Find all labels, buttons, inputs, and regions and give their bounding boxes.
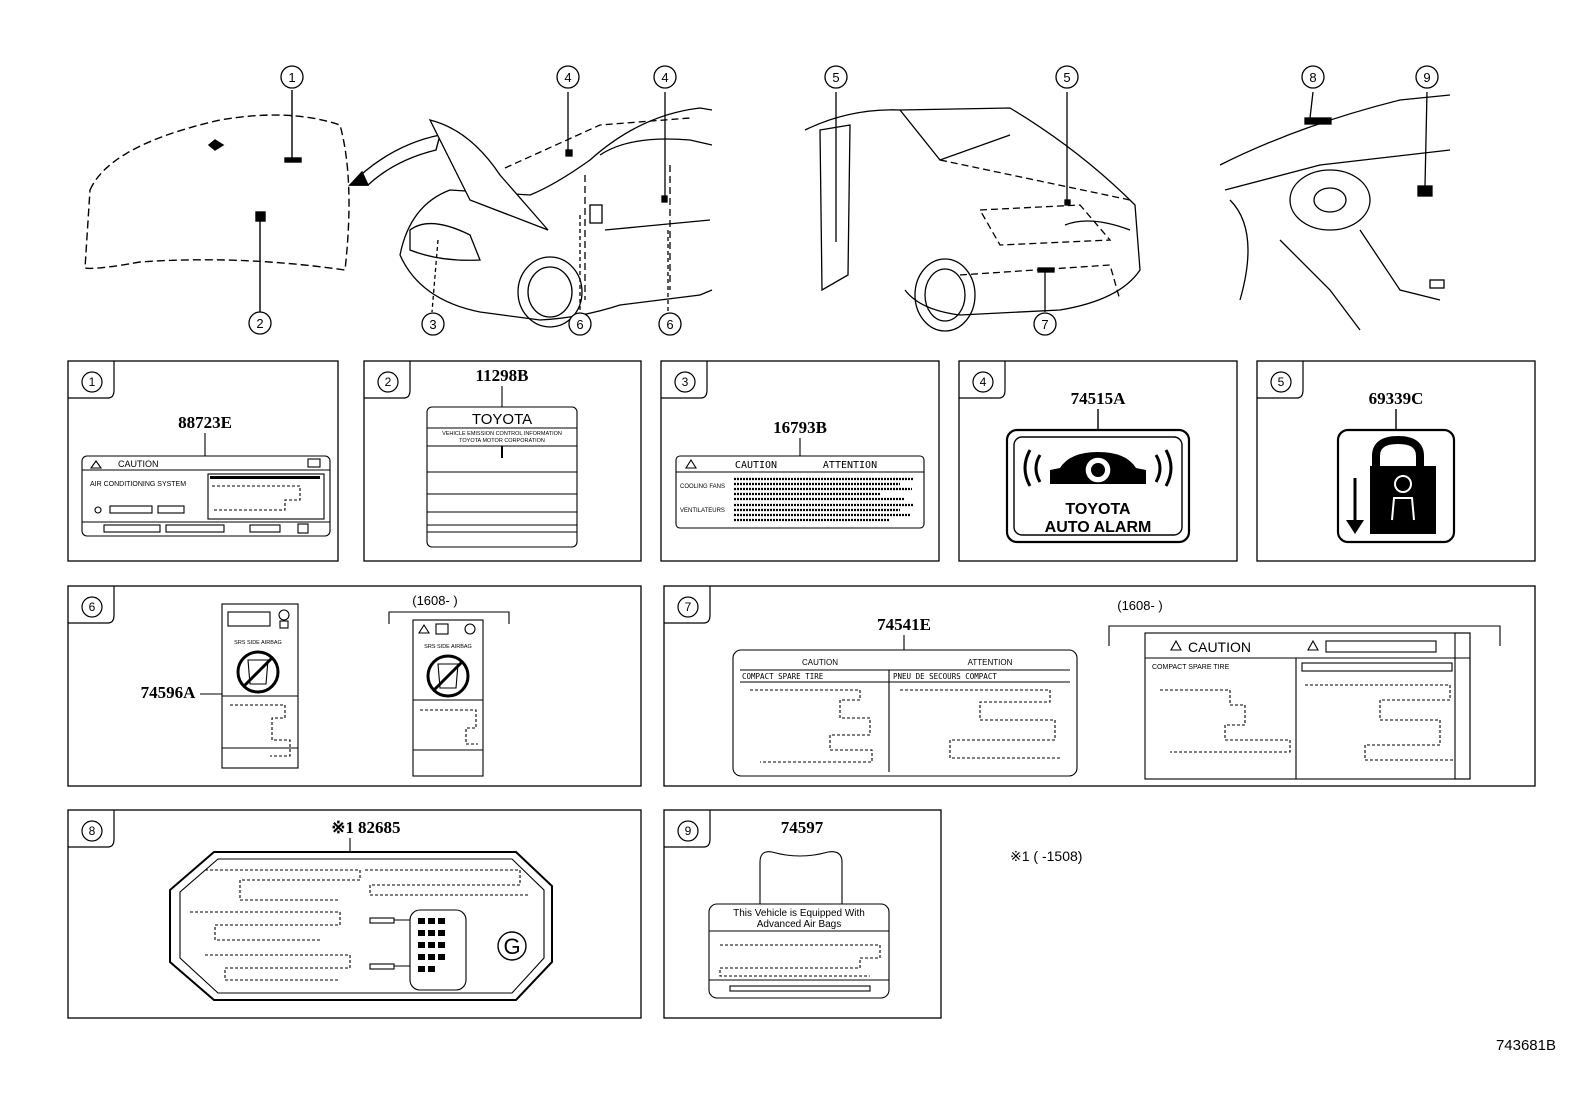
label-ventilateurs-text: VENTILATEURS	[680, 508, 725, 514]
panel-4-number: 4	[980, 375, 987, 389]
part-number-82685: 82685	[358, 818, 401, 837]
label-ac-system-text: AIR CONDITIONING SYSTEM	[90, 481, 186, 488]
callout-6a: 6	[576, 317, 583, 332]
compact-spare-tire-text: COMPACT SPARE TIRE	[742, 672, 824, 681]
callout-4a: 4	[564, 70, 571, 85]
child-lock-icon	[1346, 435, 1436, 534]
label-caution-text: CAUTION	[735, 460, 777, 471]
panel-frames	[67, 360, 1536, 1019]
panel-6-label: 74596A SRS SIDE AIRBAG (1608- ) SRS SIDE…	[141, 593, 510, 777]
panel-5-label: 69339C	[1336, 389, 1456, 544]
panel-6-number: 6	[89, 600, 96, 614]
callout-6b: 6	[666, 317, 673, 332]
no-child-seat-icon-b	[426, 654, 470, 698]
part-number-74597: 74597	[781, 818, 824, 837]
callout-5a: 5	[832, 70, 839, 85]
note-mark: ※1	[331, 818, 354, 837]
callout-5b: 5	[1063, 70, 1070, 85]
srs-side-airbag-text: SRS SIDE AIRBAG	[234, 640, 282, 646]
panel-5-number: 5	[1278, 375, 1285, 389]
footnote-range: ※1 ( -1508)	[1010, 848, 1082, 864]
label-caution-text-b: CAUTION	[1188, 639, 1251, 655]
label-toyota-text: TOYOTA	[472, 411, 532, 428]
panel-3-number: 3	[682, 375, 689, 389]
panel-4-label: 74515A TOYOTA AUTO ALARM	[1005, 389, 1191, 544]
panel-7-label: 74541E CAUTION ATTENTION COMPACT SPARE T…	[732, 598, 1501, 780]
drawing-id: 743681B	[1496, 1037, 1556, 1054]
panel-tabs	[68, 361, 1304, 848]
label-tmc-text: TOYOTA MOTOR CORPORATION	[459, 438, 545, 444]
panel-8-label: ※1 82685 G	[169, 818, 553, 1001]
callout-3: 3	[429, 317, 436, 332]
label-toyota-text: TOYOTA	[1065, 501, 1131, 518]
compact-spare-tire-text-b: COMPACT SPARE TIRE	[1152, 664, 1230, 671]
part-number-69339C: 69339C	[1369, 389, 1424, 408]
part-number-74596A: 74596A	[141, 683, 197, 702]
part-number-74515A: 74515A	[1071, 389, 1127, 408]
label-attention-text: ATTENTION	[968, 658, 1013, 667]
front-car-illustration	[399, 92, 713, 328]
callout-markers	[248, 65, 1439, 336]
g-mark: G	[503, 934, 520, 959]
callout-2: 2	[256, 316, 263, 331]
part-number-11298B: 11298B	[476, 366, 529, 385]
label-caution-text: CAUTION	[118, 459, 159, 469]
label-caution-text: CAUTION	[802, 658, 838, 667]
label-emission-text: VEHICLE EMISSION CONTROL INFORMATION	[442, 431, 562, 437]
hood-illustration	[84, 90, 441, 312]
callout-7: 7	[1041, 317, 1048, 332]
panel-1-number: 1	[89, 375, 96, 389]
callout-4b: 4	[661, 70, 668, 85]
dashboard-illustration	[1219, 91, 1451, 331]
srs-side-airbag-text-b: SRS SIDE AIRBAG	[424, 644, 472, 650]
part-number-74541E: 74541E	[877, 615, 931, 634]
callout-1: 1	[288, 70, 295, 85]
panel-2-label: 11298B TOYOTA VEHICLE EMISSION CONTROL I…	[426, 366, 578, 548]
advanced-airbags-text: Advanced Air Bags	[757, 919, 842, 930]
panel-9-label: 74597 This Vehicle is Equipped With Adva…	[708, 818, 890, 999]
label-auto-alarm-text: AUTO ALARM	[1045, 519, 1152, 536]
rear-car-illustration	[804, 92, 1141, 332]
panel-8-number: 8	[89, 824, 96, 838]
panel-7-number: 7	[685, 600, 692, 614]
callout-8: 8	[1309, 70, 1316, 85]
panel-2-number: 2	[385, 375, 392, 389]
panel-3-label: 16793B CAUTION ATTENTION COOLING FANS VE…	[675, 418, 925, 529]
part-number-88723E: 88723E	[178, 413, 232, 432]
car-alarm-icon	[1023, 449, 1173, 487]
production-range-label-b: (1608- )	[1117, 598, 1163, 613]
callout-9: 9	[1423, 70, 1430, 85]
label-attention-text: ATTENTION	[823, 460, 877, 471]
pneu-secours-text: PNEU DE SECOURS COMPACT	[893, 672, 997, 681]
equipped-with-text: This Vehicle is Equipped With	[733, 908, 865, 919]
part-number-16793B: 16793B	[773, 418, 827, 437]
no-child-seat-icon	[236, 650, 280, 694]
panel-9-number: 9	[685, 824, 692, 838]
production-range-label: (1608- )	[412, 593, 458, 608]
panel-1-label: 88723E CAUTION AIR CONDITIONING SYSTEM	[81, 413, 331, 537]
label-cooling-fans-text: COOLING FANS	[680, 484, 725, 490]
